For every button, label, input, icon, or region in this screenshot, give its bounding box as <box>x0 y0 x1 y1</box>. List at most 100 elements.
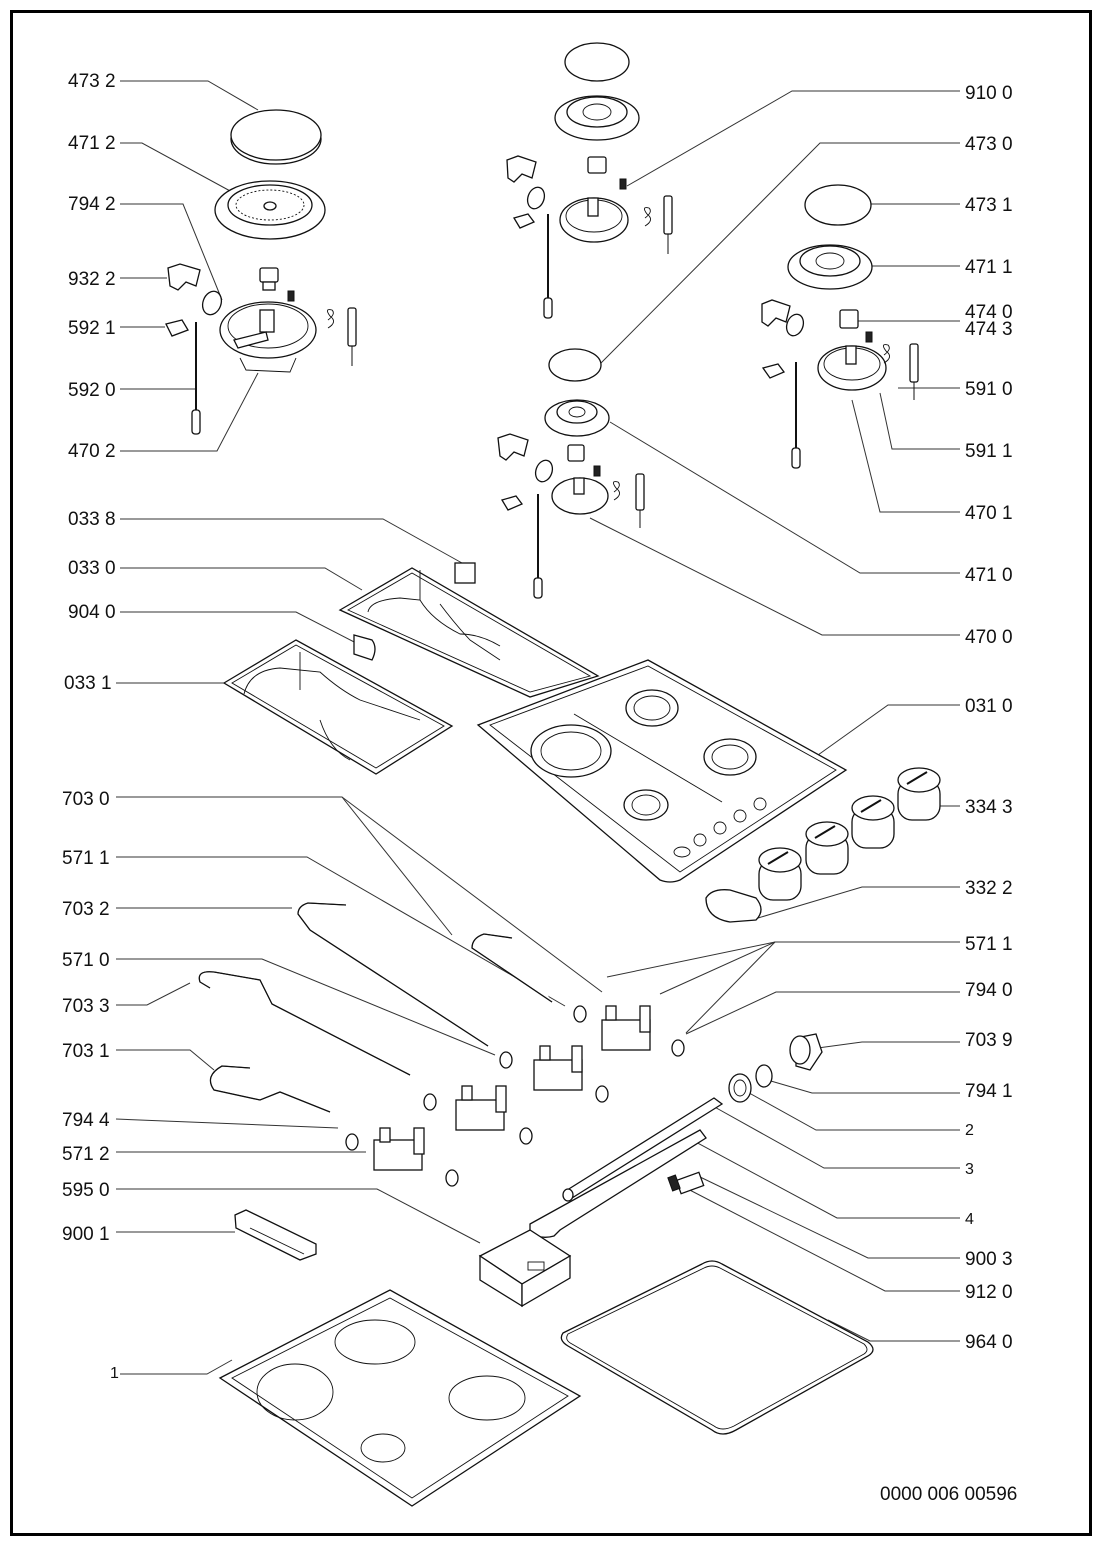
document-number: 0000 006 00596 <box>880 1484 1017 1505</box>
cooktop-031-0 <box>476 659 848 883</box>
clip-932-2 <box>167 263 201 291</box>
label-474-0: 474 0 <box>965 302 1013 323</box>
label-794-1: 794 1 <box>965 1081 1013 1102</box>
label-474-3: 474 3 <box>965 319 1013 340</box>
label-471-1: 471 1 <box>965 257 1013 278</box>
bracket-900-1 <box>234 1209 317 1261</box>
label-595-0: 595 0 <box>62 1180 110 1201</box>
clip <box>761 299 791 327</box>
burner-cap-473-0 <box>548 348 602 382</box>
injector-474-0 <box>839 309 859 329</box>
label-703-0: 703 0 <box>62 789 110 810</box>
label-703-1: 703 1 <box>62 1041 110 1062</box>
injector <box>567 444 585 462</box>
clip-033-8 <box>454 562 476 584</box>
label-592-1: 592 1 <box>68 318 116 339</box>
screw <box>865 331 873 343</box>
seal-794-2 <box>201 290 223 316</box>
clip <box>506 155 537 183</box>
label-794-4: 794 4 <box>62 1110 110 1131</box>
label-592-0: 592 0 <box>68 380 116 401</box>
burner-small-assembly <box>497 348 645 599</box>
clip <box>513 213 536 229</box>
label-571-0: 571 0 <box>62 950 110 971</box>
label-591-1: 591 1 <box>965 441 1013 462</box>
injector <box>587 156 607 174</box>
label-900-3: 900 3 <box>965 1249 1013 1270</box>
spring-clip <box>644 207 651 227</box>
leader-lines <box>115 80 960 1375</box>
burner-cap-473-1 <box>804 184 872 226</box>
burner-base-470-1 <box>817 345 887 391</box>
knob-insert-332-2 <box>705 889 762 923</box>
burner-crown <box>554 95 640 141</box>
label-4: 4 <box>965 1211 974 1228</box>
pad-904-0 <box>353 634 376 661</box>
ignition-electrode <box>635 473 645 511</box>
label-900-1: 900 1 <box>62 1224 110 1245</box>
pipe-703-0 <box>471 933 553 1003</box>
right-labels: 910 0 473 0 473 1 471 1 474 0 474 3 591 … <box>965 83 1013 1353</box>
gas-inlet <box>562 1033 823 1202</box>
pan-support-033-0 <box>338 567 600 698</box>
seal-794-4 <box>345 1133 359 1151</box>
clip-592-1 <box>165 319 189 337</box>
label-473-1: 473 1 <box>965 195 1013 216</box>
burner-center-top-assembly <box>506 42 673 319</box>
screw <box>287 290 295 302</box>
pipe-703-3 <box>198 971 411 1076</box>
base-tray-1 <box>218 1289 582 1507</box>
label-1: 1 <box>110 1365 119 1382</box>
spring-clip-591-1 <box>883 344 890 364</box>
burner-crown-471-2 <box>214 180 326 240</box>
gas-valves <box>345 1005 685 1187</box>
ignition-electrode-591-0 <box>909 343 919 383</box>
seal-gasket-964-0 <box>560 1260 874 1435</box>
label-571-1-right: 571 1 <box>965 934 1013 955</box>
label-033-8: 033 8 <box>68 509 116 530</box>
label-473-0: 473 0 <box>965 134 1013 155</box>
ignition-electrode <box>347 307 357 366</box>
burner-base-470-0 <box>551 477 609 515</box>
label-964-0: 964 0 <box>965 1332 1013 1353</box>
seal <box>785 313 805 337</box>
burner-crown-471-1 <box>787 244 873 290</box>
burner-base-470-2 <box>219 301 317 373</box>
label-033-0: 033 0 <box>68 558 116 579</box>
screw-912-0 <box>667 1174 681 1192</box>
label-932-2: 932 2 <box>68 269 116 290</box>
valve-571-1-a <box>499 1045 609 1103</box>
label-471-0: 471 0 <box>965 565 1013 586</box>
pan-support-033-1 <box>222 639 454 775</box>
label-703-3: 703 3 <box>62 996 110 1017</box>
knob <box>758 847 802 901</box>
label-332-2: 332 2 <box>965 878 1013 899</box>
burner-base <box>559 197 629 243</box>
label-033-1: 033 1 <box>64 673 112 694</box>
seal-794-1 <box>755 1064 773 1088</box>
pipe-703-2 <box>297 902 489 1047</box>
thermocouple-592-0 <box>191 322 201 435</box>
label-3: 3 <box>965 1161 974 1178</box>
label-470-0: 470 0 <box>965 627 1013 648</box>
clip <box>761 363 786 379</box>
label-471-2: 471 2 <box>68 133 116 154</box>
label-334-3: 334 3 <box>965 797 1013 818</box>
label-2: 2 <box>965 1122 974 1139</box>
label-912-0: 912 0 <box>965 1282 1013 1303</box>
label-470-2: 470 2 <box>68 441 116 462</box>
diagram-frame <box>10 10 1092 1536</box>
burner-crown-471-0 <box>544 399 610 437</box>
seal <box>526 186 546 210</box>
label-473-2: 473 2 <box>68 71 116 92</box>
spring-clip <box>327 309 334 329</box>
label-571-1-left: 571 1 <box>62 848 110 869</box>
valve-571-1-b <box>573 1005 685 1057</box>
injector-474 <box>259 267 279 291</box>
label-470-1: 470 1 <box>965 503 1013 524</box>
nut-2 <box>728 1073 752 1103</box>
knob <box>897 767 941 821</box>
left-labels: 473 2 471 2 794 2 932 2 592 1 592 0 470 … <box>62 71 119 1382</box>
bracket-900-3 <box>675 1171 705 1195</box>
